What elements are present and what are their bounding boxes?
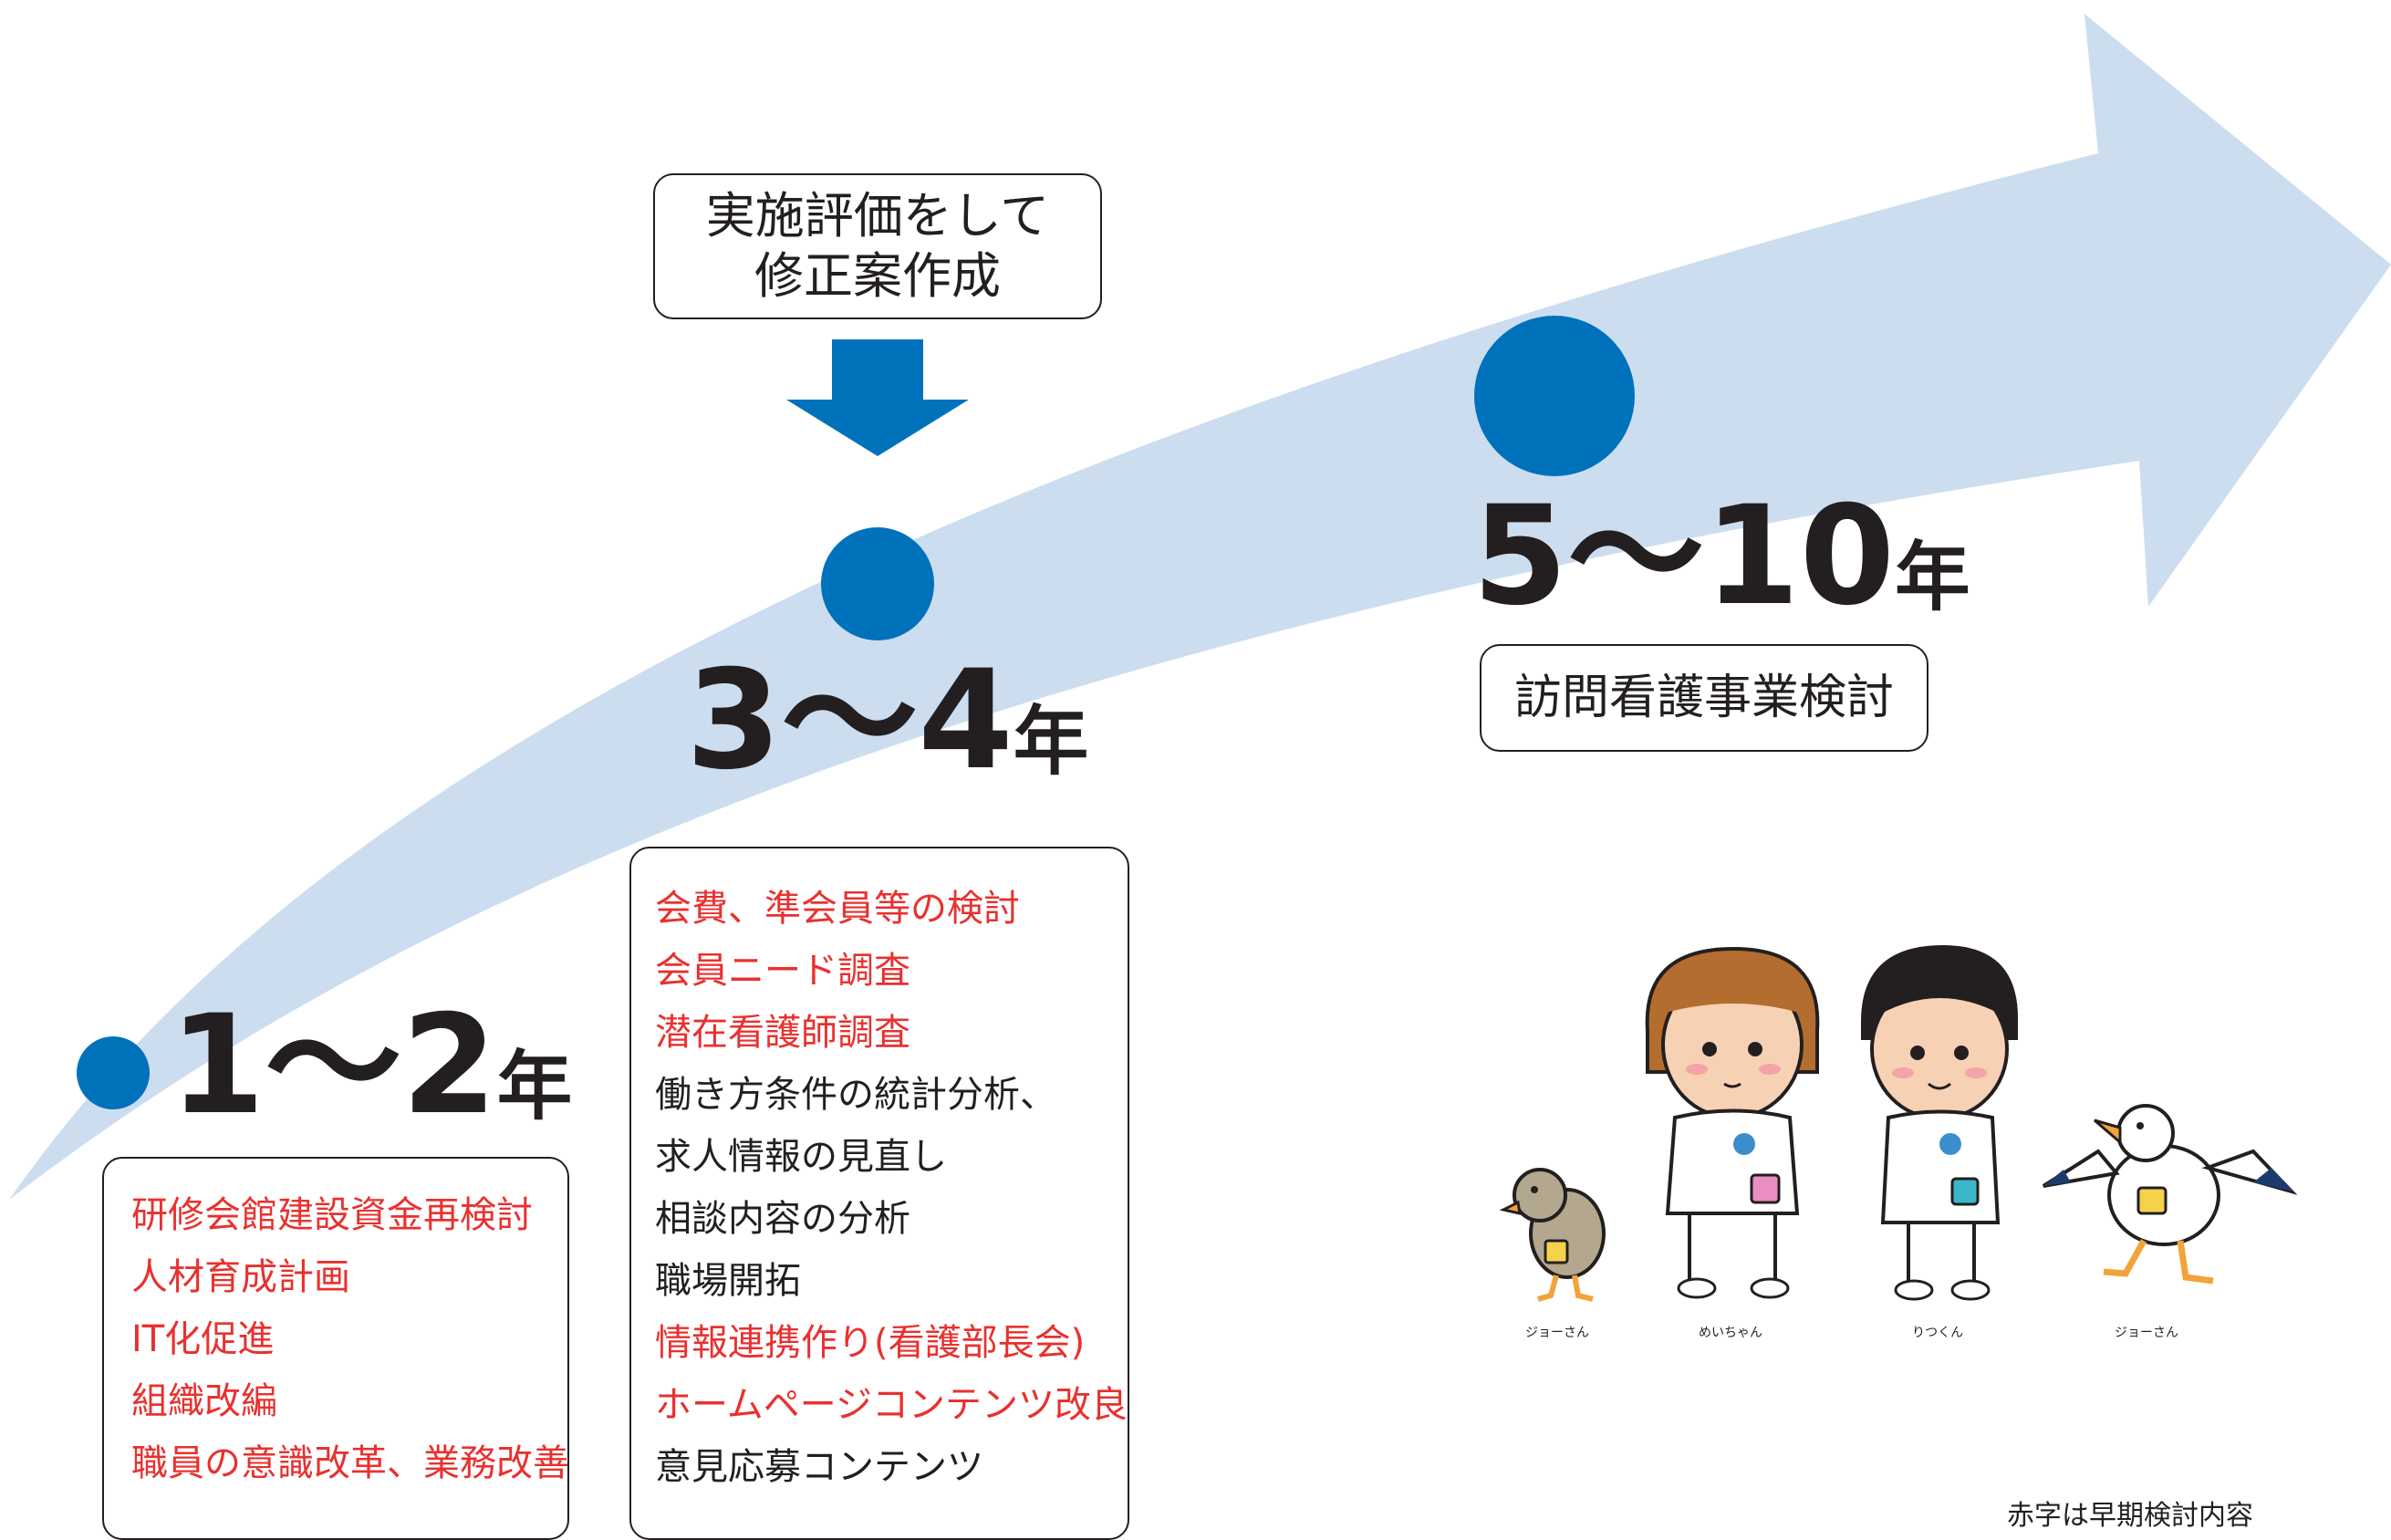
task-item: 職場開拓 — [655, 1260, 801, 1302]
period-range: 5～10 — [1472, 477, 1896, 636]
duckling-icon — [1499, 1168, 1606, 1302]
timeline-dot-1-2 — [77, 1036, 150, 1109]
timeline-arrow-shape — [9, 14, 2391, 1200]
tasks-box-1-2: 研修会館建設資金再検討 人材育成計画 IT化促進 組織改編 職員の意識改革、業務… — [102, 1157, 569, 1540]
seagull-icon — [2042, 1104, 2298, 1285]
period-label-1-2: 1～2年 — [170, 993, 572, 1160]
down-arrow-icon — [786, 339, 969, 456]
red-text-note: 赤字は早期検討内容 — [2007, 1500, 2253, 1532]
task-item: 潜在看護師調査 — [655, 1012, 910, 1054]
task-item: 会費、準会員等の検討 — [655, 888, 1020, 930]
period-unit: 年 — [1895, 534, 1970, 621]
review-box-line2: 修正案作成 — [754, 247, 1001, 305]
period-label-5-10: 5～10年 — [1472, 484, 1970, 650]
task-item: 組織改編 — [131, 1380, 277, 1422]
period-label-3-4: 3～4年 — [686, 648, 1088, 815]
task-item: 職員の意識改革、業務改善 — [131, 1442, 569, 1484]
task-item: 情報連携作り(看護部長会) — [655, 1322, 1086, 1364]
character-name-duckling: ジョーさん — [1525, 1326, 1589, 1340]
boy-nurse-icon — [1861, 945, 2019, 1301]
task-item: ホームページコンテンツ改良 — [655, 1384, 1128, 1426]
tasks-list-3-4: 会費、準会員等の検討 会員ニード調査 潜在看護師調査 働き方条件の統計分析、 求… — [655, 890, 1128, 1511]
review-box: 実施評価をして 修正案作成 — [653, 173, 1102, 319]
task-item: 意見応募コンテンツ — [655, 1446, 983, 1488]
task-item: 訪問看護事業検討 — [1513, 671, 1894, 725]
task-item: 人材育成計画 — [131, 1256, 350, 1298]
task-item: 研修会館建設資金再検討 — [131, 1194, 533, 1236]
tasks-box-3-4: 会費、準会員等の検討 会員ニード調査 潜在看護師調査 働き方条件の統計分析、 求… — [629, 847, 1129, 1540]
timeline-dot-5-10 — [1474, 316, 1635, 476]
review-box-line1: 実施評価をして — [705, 187, 1050, 245]
character-name-boy: りつくん — [1912, 1326, 1964, 1340]
period-unit: 年 — [1013, 698, 1089, 786]
period-range: 1～2 — [170, 986, 497, 1145]
task-item: 働き方条件の統計分析、 — [655, 1074, 1056, 1116]
tasks-box-5-10: 訪問看護事業検討 — [1480, 644, 1928, 752]
character-name-seagull: ジョーさん — [2115, 1326, 2178, 1340]
character-name-girl: めいちゃん — [1699, 1326, 1762, 1340]
task-item: 求人情報の見直し — [655, 1136, 947, 1178]
tasks-list-1-2: 研修会館建設資金再検討 人材育成計画 IT化促進 組織改編 職員の意識改革、業務… — [131, 1197, 569, 1507]
period-unit: 年 — [496, 1043, 573, 1130]
period-range: 3～4 — [686, 641, 1014, 800]
girl-nurse-icon — [1645, 946, 1820, 1299]
task-item: 会員ニード調査 — [655, 950, 910, 992]
task-item: IT化促進 — [131, 1318, 275, 1360]
task-item: 相談内容の分析 — [655, 1198, 910, 1240]
timeline-dot-3-4 — [821, 527, 934, 640]
